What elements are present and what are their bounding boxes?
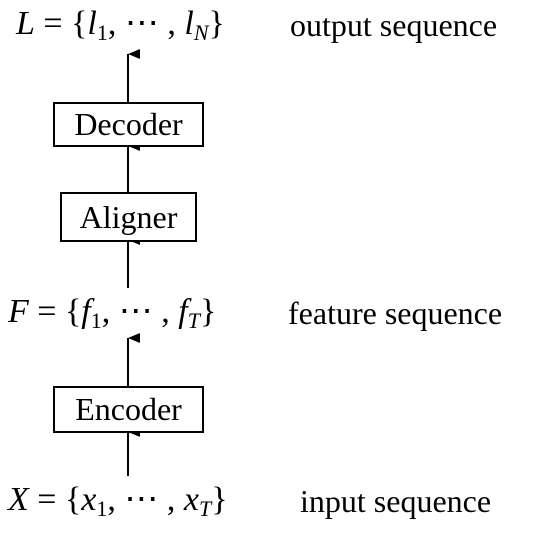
input-first-element: x bbox=[81, 481, 97, 518]
output-close: } bbox=[208, 5, 225, 42]
decoder-block: Decoder bbox=[53, 102, 204, 147]
output-last-element: l bbox=[184, 5, 194, 42]
output-sequence-caption: output sequence bbox=[290, 7, 498, 43]
input-sequence-formula: X = {x1, ⋯ , xT} bbox=[8, 480, 228, 520]
feature-last-element: f bbox=[178, 293, 188, 330]
feature-close: } bbox=[199, 293, 217, 330]
feature-variable: F bbox=[8, 293, 29, 330]
input-variable: X bbox=[8, 481, 29, 518]
input-sequence-caption: input sequence bbox=[300, 483, 492, 519]
feature-sequence-formula: F = {f1, ⋯ , fT} bbox=[8, 292, 216, 332]
feature-sequence-caption: feature sequence bbox=[288, 295, 503, 331]
output-last-index: N bbox=[193, 20, 209, 45]
output-equals: = { bbox=[34, 5, 88, 42]
input-first-index: 1 bbox=[96, 496, 108, 521]
output-variable: L bbox=[16, 5, 35, 42]
input-equals: = { bbox=[28, 481, 82, 518]
encoder-block: Encoder bbox=[53, 386, 204, 433]
feature-last-index: T bbox=[187, 308, 200, 333]
input-last-element: x bbox=[183, 481, 199, 518]
input-close: } bbox=[211, 481, 228, 518]
input-separator: , ⋯ , bbox=[107, 481, 184, 518]
output-sequence-formula: L = {l1, ⋯ , lN} bbox=[16, 4, 225, 44]
output-first-element: l bbox=[87, 5, 97, 42]
feature-separator: , ⋯ , bbox=[101, 293, 179, 330]
feature-first-element: f bbox=[81, 293, 91, 330]
input-last-index: T bbox=[198, 496, 212, 521]
feature-first-index: 1 bbox=[90, 308, 102, 333]
aligner-block: Aligner bbox=[60, 192, 197, 242]
feature-equals: = { bbox=[28, 293, 82, 330]
output-first-index: 1 bbox=[96, 20, 108, 45]
output-separator: , ⋯ , bbox=[107, 5, 185, 42]
